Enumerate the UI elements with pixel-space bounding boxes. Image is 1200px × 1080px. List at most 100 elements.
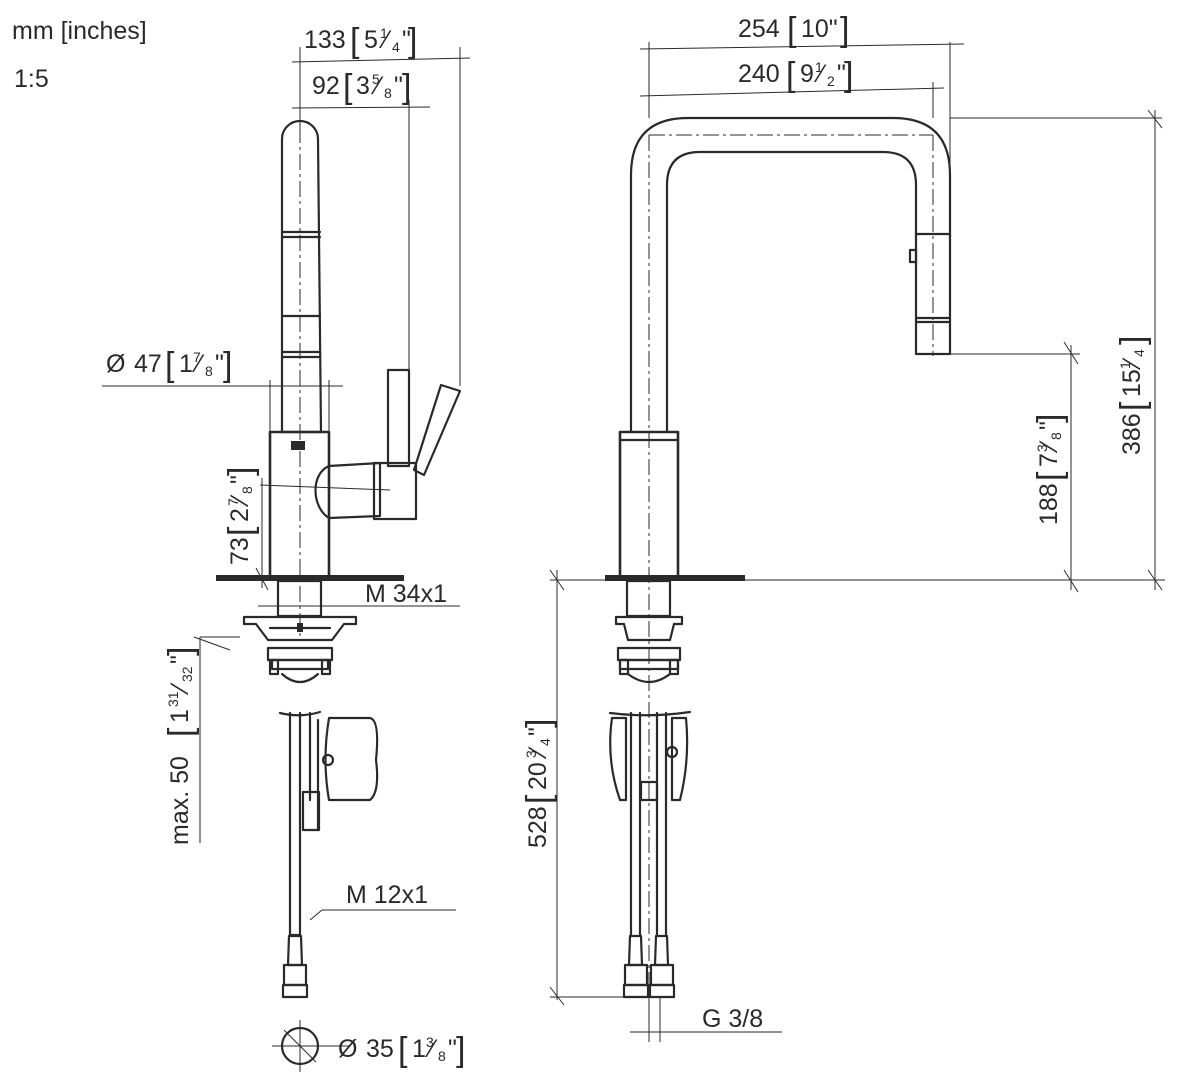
svg-text:31: 31 [165,691,181,707]
dim-240: 240 [ 9 1 ⁄ 2 " ] [738,56,853,94]
svg-text:[: [ [520,794,558,804]
thread-m12: M 12x1 [346,881,428,909]
svg-text:": " [448,1035,457,1063]
svg-text:240: 240 [738,60,780,88]
dim-73: 73 [ 2 7 ⁄ 8 " ] [222,467,260,565]
svg-text:[: [ [786,56,796,94]
svg-text:2: 2 [226,508,254,522]
thread-m34: M 34x1 [365,580,447,608]
svg-text:528: 528 [524,806,552,848]
svg-text:]: ] [1031,414,1069,423]
svg-text:": " [394,72,403,100]
svg-text:32: 32 [179,666,195,682]
front-spout-outer [629,116,952,434]
side-deck-plate [216,575,404,581]
svg-text:1: 1 [166,709,194,723]
svg-text:47: 47 [134,350,162,378]
front-control-box-left [609,716,628,802]
svg-text:]: ] [1114,336,1152,345]
svg-text:1: 1 [1117,361,1133,369]
front-spout-inner [665,150,918,434]
svg-text:Ø: Ø [106,350,125,378]
svg-text:Ø: Ø [338,1035,357,1063]
svg-text:]: ] [162,647,200,656]
thread-g38: G 3/8 [702,1005,763,1033]
svg-text:7: 7 [1035,453,1063,467]
svg-text:15: 15 [1118,369,1146,397]
svg-text:]: ] [456,1031,465,1069]
svg-text:1: 1 [179,350,193,378]
svg-text:7: 7 [193,349,201,365]
dim-92: 92 [ 3 5 ⁄ 8 " ] [312,68,411,106]
dim-254: 254 [ 10" ] [738,11,849,49]
side-handle-cap [372,461,418,521]
svg-text:92: 92 [312,72,340,100]
side-control-box [324,716,379,802]
svg-text:": " [402,26,411,54]
svg-text:133: 133 [304,26,346,54]
svg-text:[: [ [343,68,353,106]
svg-text:1: 1 [380,25,388,41]
dim-188: 188 [ 7 3 ⁄ 8 " ] [1031,414,1069,525]
svg-text:]: ] [844,56,853,94]
svg-text:3: 3 [356,72,370,100]
front-control-box-right [670,716,689,802]
svg-text:]: ] [222,467,260,476]
svg-text:8: 8 [1048,432,1064,440]
svg-text:8: 8 [438,1048,446,1064]
svg-text:[: [ [222,526,260,536]
svg-text:4: 4 [1131,349,1147,357]
svg-text:9: 9 [800,60,814,88]
side-view-dimensions [102,47,471,1047]
side-handle-hub [314,461,382,520]
svg-text:3: 3 [426,1034,434,1050]
scale-label: 1:5 [14,65,49,93]
svg-text:188: 188 [1035,483,1063,525]
svg-text:254: 254 [738,15,780,43]
svg-text:386: 386 [1118,413,1146,455]
svg-text:[: [ [1031,471,1069,481]
svg-text:10": 10" [801,15,838,43]
svg-text:[: [ [165,346,175,384]
svg-text:35: 35 [366,1035,394,1063]
svg-text:": " [226,475,254,484]
dim-diameter-35: Ø 35 [ 1 3 ⁄ 8 " ] [338,1031,465,1069]
svg-text:[: [ [787,11,797,49]
svg-text:4: 4 [392,39,400,55]
svg-text:max. 50: max. 50 [166,756,194,845]
svg-text:5: 5 [364,26,378,54]
side-lever [386,368,411,468]
side-valve-connector [301,790,321,832]
dim-diameter-47: Ø 47 [ 1 7 ⁄ 8 " ] [106,346,232,384]
front-view [605,116,952,1010]
side-mounting-flange [242,615,358,642]
svg-text:[: [ [1114,401,1152,411]
svg-text:": " [524,727,552,736]
svg-text:5: 5 [372,71,380,87]
svg-text:8: 8 [205,363,213,379]
svg-text:7: 7 [225,498,241,506]
units-label: mm [inches] [12,17,147,45]
svg-text:]: ] [402,68,411,106]
svg-text:[: [ [162,727,200,737]
svg-text:": " [166,655,194,664]
svg-text:]: ] [408,22,417,60]
front-view-dimensions [549,42,1165,1042]
svg-text:20: 20 [524,762,552,790]
dim-528: 528 [ 20 3 ⁄ 4 " ] [520,719,558,848]
svg-text:8: 8 [239,486,255,494]
svg-text:[: [ [350,22,360,60]
dim-386: 386 [ 15 1 ⁄ 4 ] [1114,336,1152,455]
side-lever-tilted [412,383,462,477]
svg-text:[: [ [398,1031,408,1069]
svg-text:]: ] [840,11,849,49]
front-mounting-flange [614,615,684,642]
svg-text:]: ] [520,719,558,728]
svg-text:1: 1 [815,59,823,75]
dim-max-50: max. 50 [ 1 31 ⁄ 32 " ] [162,647,200,845]
svg-text:4: 4 [537,738,553,746]
front-deck-plate [605,575,745,581]
side-spout [280,119,323,434]
svg-text:73: 73 [226,537,254,565]
